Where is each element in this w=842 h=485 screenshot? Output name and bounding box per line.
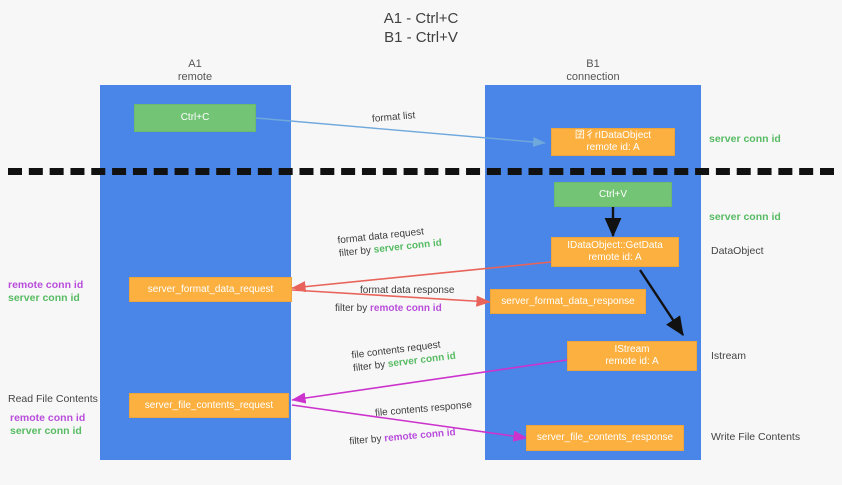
right-label-server-conn-second: server conn id <box>709 211 781 223</box>
left-label-group1-server: server conn id <box>8 292 80 304</box>
box-ctrl-v[interactable]: Ctrl+V <box>554 182 672 207</box>
title-line-1: A1 - Ctrl+C <box>383 10 459 27</box>
edge-label-format-list-text: format list <box>371 110 416 125</box>
left-label-group-2: remote conn id server conn id <box>10 412 85 438</box>
box-ctrl-v-label: Ctrl+V <box>598 188 628 200</box>
edge-label-format-data-response: format data response filter by remote co… <box>335 284 455 315</box>
lane-header-b1: B1 connection <box>518 58 668 84</box>
edge-label-fcres-filter-value: remote conn id <box>383 427 457 445</box>
box-server-file-contents-response-label: server_file_contents_response <box>536 432 674 443</box>
edge-label-fdres-line1: format data response <box>360 285 455 296</box>
left-label-group-1: remote conn id server conn id <box>8 279 83 305</box>
lane-b1-name: B1 <box>586 58 600 70</box>
edge-label-fdres-filter-prefix: filter by <box>335 303 371 314</box>
box-idataobject-line1: 囝彳rIDataObject <box>574 130 652 141</box>
box-server-format-data-response-label: server_format_data_response <box>501 295 635 307</box>
edge-label-fdres-filter: filter by remote conn id <box>335 297 455 315</box>
page-title: A1 - Ctrl+C B1 - Ctrl+V <box>0 9 842 47</box>
box-istream[interactable]: IStream remote id: A <box>567 341 697 371</box>
box-server-format-data-request-label: server_format_data_request <box>147 283 274 295</box>
title-line-2: B1 - Ctrl+V <box>384 29 458 46</box>
left-label-group2-server: server conn id <box>10 425 82 437</box>
box-istream-line1: IStream <box>614 344 650 355</box>
lane-a1-subtitle: remote <box>177 71 213 83</box>
edge-label-fcreq-filter-prefix: filter by <box>352 359 389 375</box>
box-server-file-contents-request[interactable]: server_file_contents_request <box>129 393 289 418</box>
lane-b1-subtitle: connection <box>566 71 620 83</box>
edge-label-file-contents-request: file contents request filter by server c… <box>351 337 457 375</box>
edge-label-fcres-filter-prefix: filter by <box>348 433 385 448</box>
edge-label-fdres-filter-value: remote conn id <box>370 303 442 314</box>
right-label-dataobject: DataObject <box>711 245 764 257</box>
right-label-istream: Istream <box>711 350 747 362</box>
box-server-format-data-response[interactable]: server_format_data_response <box>490 289 646 314</box>
box-idataobject[interactable]: 囝彳rIDataObject remote id: A <box>551 128 675 156</box>
edge-label-format-list: format list <box>372 109 416 126</box>
left-label-read-file-contents: Read File Contents <box>8 393 98 405</box>
lane-a1-name: A1 <box>188 58 202 70</box>
edge-label-format-data-request: format data request filter by server con… <box>337 224 443 261</box>
box-ctrl-c-label: Ctrl+C <box>180 112 210 123</box>
left-label-group2-remote: remote conn id <box>10 412 86 424</box>
box-server-format-data-request[interactable]: server_format_data_request <box>129 277 292 302</box>
phase-divider <box>8 168 834 175</box>
box-idataobject-line2: remote id: A <box>586 142 640 153</box>
box-getdata[interactable]: IDataObject::GetData remote id: A <box>551 237 679 267</box>
edge-label-fdreq-filter-prefix: filter by <box>338 244 375 260</box>
lane-header-a1: A1 remote <box>120 58 270 84</box>
left-label-group1-remote: remote conn id <box>8 279 84 291</box>
box-getdata-line1: IDataObject::GetData <box>567 240 663 251</box>
right-label-server-conn-top: server conn id <box>709 133 781 145</box>
box-ctrl-c[interactable]: Ctrl+C <box>134 104 256 132</box>
right-label-write-file-contents: Write File Contents <box>711 431 801 443</box>
box-server-file-contents-response[interactable]: server_file_contents_response <box>526 425 684 451</box>
edge-label-file-contents-response: file contents response filter by remote … <box>347 399 475 449</box>
box-server-file-contents-request-label: server_file_contents_request <box>144 399 274 411</box>
box-getdata-line2: remote id: A <box>588 252 642 263</box>
box-istream-line2: remote id: A <box>605 356 659 367</box>
